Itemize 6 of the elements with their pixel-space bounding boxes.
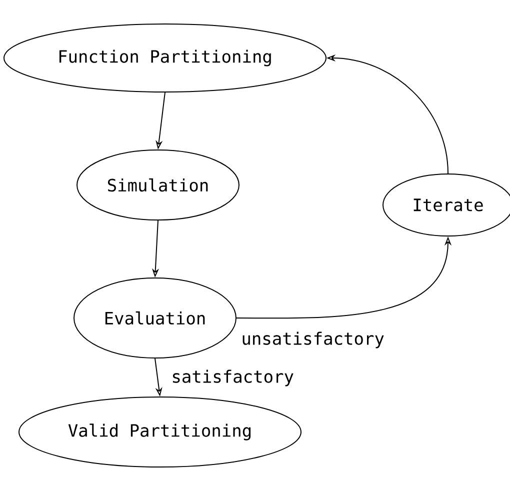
edge-label: satisfactory bbox=[170, 368, 296, 388]
ellipse-node: Evaluation bbox=[74, 278, 236, 358]
ellipse-node: Simulation bbox=[76, 150, 240, 220]
edge-label: unsatisfactory bbox=[240, 330, 386, 350]
ellipse-node: Valid Partitioning bbox=[18, 396, 302, 468]
ellipse-node: Function Partitioning bbox=[4, 24, 326, 92]
